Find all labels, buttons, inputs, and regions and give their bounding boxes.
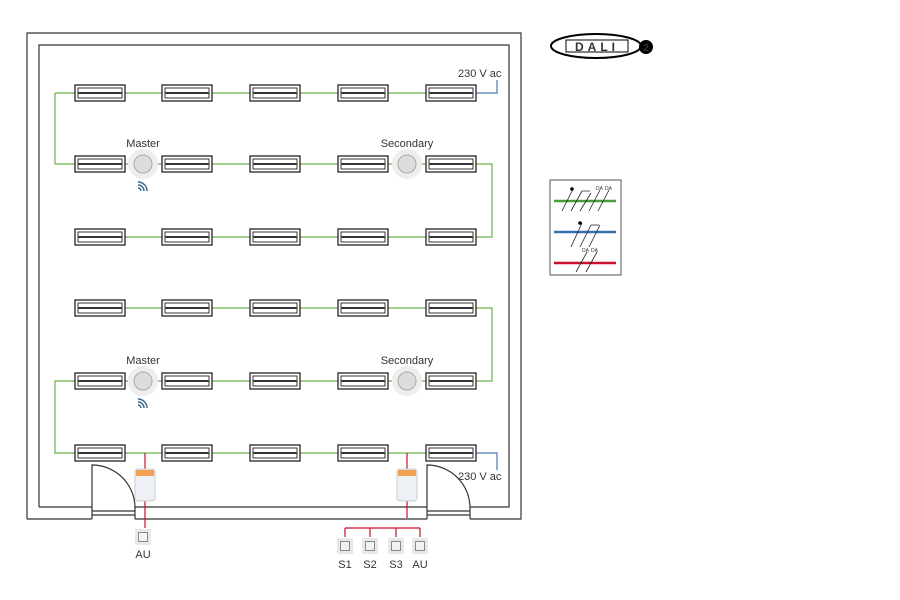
luminaire <box>425 155 477 173</box>
luminaire <box>74 155 126 173</box>
s1-label: S1 <box>338 559 351 571</box>
power-label-bottom: 230 V ac <box>458 471 502 483</box>
luminaire <box>249 372 301 390</box>
push-button <box>388 538 404 554</box>
luminaire <box>74 372 126 390</box>
luminaire <box>425 299 477 317</box>
luminaire <box>161 372 213 390</box>
dali-logo: DALI 2 <box>550 33 653 59</box>
svg-text:2: 2 <box>643 43 649 54</box>
luminaire <box>161 444 213 462</box>
luminaire <box>74 299 126 317</box>
master-label-2: Master <box>126 355 160 367</box>
wiring-legend: DA DA DA DA <box>549 179 622 276</box>
wireless-icon <box>137 181 148 192</box>
secondary-sensor <box>392 366 422 396</box>
s3-label: S3 <box>389 559 402 571</box>
svg-text:DA: DA <box>605 186 613 192</box>
au-left-label: AU <box>135 549 150 561</box>
luminaire <box>74 444 126 462</box>
power-label-top: 230 V ac <box>458 68 502 80</box>
luminaire <box>161 84 213 102</box>
luminaire <box>337 228 389 246</box>
push-button <box>135 529 151 545</box>
control-wire <box>144 453 421 537</box>
luminaire <box>249 444 301 462</box>
luminaire <box>249 228 301 246</box>
luminaire <box>337 299 389 317</box>
svg-text:DALI: DALI <box>575 40 619 54</box>
dali-relay-module <box>134 468 156 502</box>
svg-text:DA: DA <box>596 186 604 192</box>
room-walls <box>26 32 522 520</box>
luminaire <box>161 299 213 317</box>
secondary-sensor <box>392 149 422 179</box>
door-right <box>426 464 471 508</box>
s2-label: S2 <box>363 559 376 571</box>
luminaire <box>74 84 126 102</box>
mains-wire-top <box>475 80 498 94</box>
secondary-label-2: Secondary <box>381 355 434 367</box>
luminaire <box>337 84 389 102</box>
door-left <box>91 464 136 508</box>
master-label-1: Master <box>126 138 160 150</box>
wireless-icon <box>137 398 148 409</box>
luminaire <box>337 372 389 390</box>
luminaire <box>425 84 477 102</box>
luminaire <box>425 444 477 462</box>
mains-wire-bottom <box>475 452 498 470</box>
luminaire <box>161 228 213 246</box>
luminaire <box>249 84 301 102</box>
au-right-label: AU <box>412 559 427 571</box>
push-button <box>362 538 378 554</box>
luminaire <box>425 228 477 246</box>
secondary-label-1: Secondary <box>381 138 434 150</box>
luminaire <box>249 155 301 173</box>
dali-relay-module <box>396 468 418 502</box>
luminaire <box>249 299 301 317</box>
svg-text:DA: DA <box>582 248 590 254</box>
svg-text:DA: DA <box>591 248 599 254</box>
luminaire <box>337 444 389 462</box>
luminaire <box>74 228 126 246</box>
push-button <box>412 538 428 554</box>
push-button <box>337 538 353 554</box>
master-sensor <box>128 149 158 179</box>
luminaire <box>425 372 477 390</box>
luminaire <box>161 155 213 173</box>
master-sensor <box>128 366 158 396</box>
luminaire <box>337 155 389 173</box>
